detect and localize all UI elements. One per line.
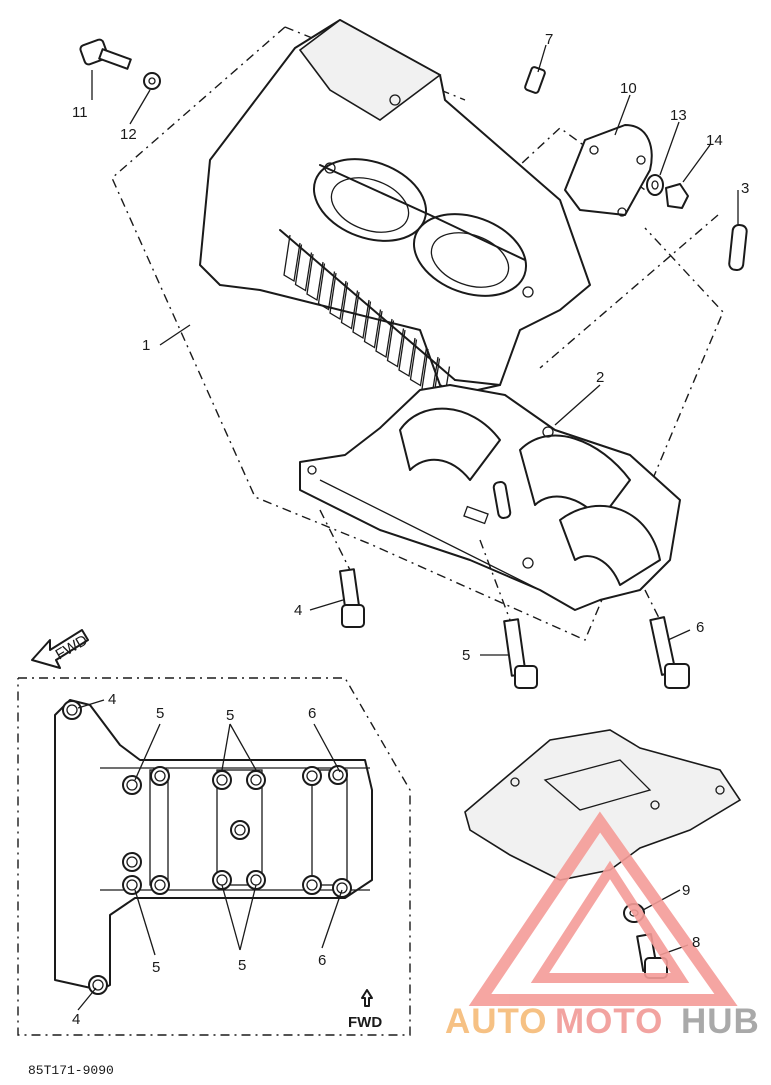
part-code: 85T171-9090	[28, 1063, 114, 1078]
detail-view	[17, 677, 411, 1036]
bolt-hole-inner	[126, 856, 138, 868]
bolt-5	[479, 539, 538, 689]
callout-13: 13	[670, 107, 687, 124]
bolt-hole	[212, 770, 232, 790]
detail-fwd-label: FWD	[348, 1014, 382, 1031]
bolt-hole	[62, 700, 82, 720]
bolt-hole	[332, 878, 352, 898]
cooling-fin	[386, 320, 405, 368]
callout-3: 3	[741, 180, 749, 197]
callout-5: 5	[462, 647, 470, 664]
cooling-fin	[329, 272, 347, 321]
bolt-6	[644, 589, 690, 689]
bolt-hole-inner	[336, 882, 348, 894]
detail-callout-5-lower-center: 5	[238, 957, 246, 974]
watermark-wordmark: AUTO MOTO HUB	[445, 1002, 760, 1041]
cooling-fin	[375, 310, 393, 359]
bolt-11	[79, 38, 132, 70]
bolt-hole-inner	[154, 770, 166, 782]
cooling-fin	[352, 291, 370, 340]
plug-14	[665, 183, 689, 209]
cooling-fin	[306, 253, 324, 302]
cooling-fin	[294, 244, 313, 292]
gasket-plate	[464, 729, 742, 881]
bolt-8	[636, 933, 668, 979]
bolt-holes	[62, 700, 352, 995]
detail-callouts: 4 5 5 6 5 5 6 4	[72, 691, 343, 1028]
detail-fwd-arrow: FWD	[348, 989, 382, 1031]
dowel-pin-2	[492, 481, 512, 519]
callout-9: 9	[682, 882, 690, 899]
watermark-hub: HUB	[681, 1002, 760, 1041]
bolt-hole-inner	[126, 879, 138, 891]
callout-4: 4	[294, 602, 302, 619]
cooling-fin	[363, 301, 382, 349]
bolt-hole	[150, 875, 170, 895]
bolt-hole	[88, 975, 108, 995]
stud-7	[524, 66, 546, 94]
detail-callout-5-lower-left: 5	[152, 959, 160, 976]
washer-12	[143, 72, 161, 90]
bolt-hole	[122, 852, 142, 872]
cooling-fin	[340, 282, 359, 330]
inspection-cover	[564, 124, 653, 217]
watermark-auto: AUTO	[445, 1002, 548, 1041]
bolt-hole-inner	[216, 774, 228, 786]
detail-callout-6-lower: 6	[318, 952, 326, 969]
callout-8: 8	[692, 934, 700, 951]
callout-12: 12	[120, 126, 137, 143]
cooling-fin	[283, 234, 301, 283]
bolt-hole	[212, 870, 232, 890]
bolt-4	[319, 509, 365, 628]
detail-callout-4-top: 4	[108, 691, 116, 708]
bolt-hole	[230, 820, 250, 840]
detail-callout-6-top: 6	[308, 705, 316, 722]
bolt-hole	[246, 870, 266, 890]
cooling-fin	[409, 339, 428, 387]
detail-callout-5-center: 5	[226, 707, 234, 724]
detail-callout-5-left: 5	[156, 705, 164, 722]
callout-labels: 1 2 3 4 5 6 7 8 9 10 11 12 13 14	[72, 31, 749, 951]
cooling-fin	[398, 329, 416, 378]
bolt-hole-inner	[234, 824, 246, 836]
bolt-hole	[328, 765, 348, 785]
bolt-hole	[150, 766, 170, 786]
callout-10: 10	[620, 80, 637, 97]
watermark-logo	[468, 811, 738, 1006]
upper-crankcase	[199, 19, 591, 406]
bolt-hole-inner	[250, 774, 262, 786]
fwd-arrow: FWD	[31, 629, 91, 669]
cooling-fin	[317, 263, 336, 311]
bolt-hole-inner	[92, 979, 104, 991]
bolt-hole	[122, 775, 142, 795]
washer-13	[646, 174, 664, 196]
callout-2: 2	[596, 369, 604, 386]
callout-6: 6	[696, 619, 704, 636]
bolt-hole-inner	[126, 779, 138, 791]
bolt-hole-inner	[306, 770, 318, 782]
watermark-moto: MOTO	[555, 1002, 663, 1041]
bolt-hole-inner	[332, 769, 344, 781]
bolt-hole-inner	[66, 704, 78, 716]
dowel-pin-3	[728, 223, 748, 272]
bolt-hole-inner	[154, 879, 166, 891]
callout-14: 14	[706, 132, 723, 149]
callout-11: 11	[72, 104, 88, 121]
bolt-hole	[302, 766, 322, 786]
bolt-hole-inner	[306, 879, 318, 891]
callout-7: 7	[545, 31, 553, 48]
callout-1: 1	[142, 337, 150, 354]
bolt-hole	[246, 770, 266, 790]
bolt-hole	[302, 875, 322, 895]
bolt-hole	[122, 875, 142, 895]
detail-callout-4-bottom: 4	[72, 1011, 80, 1028]
lower-crankcase	[299, 384, 681, 611]
